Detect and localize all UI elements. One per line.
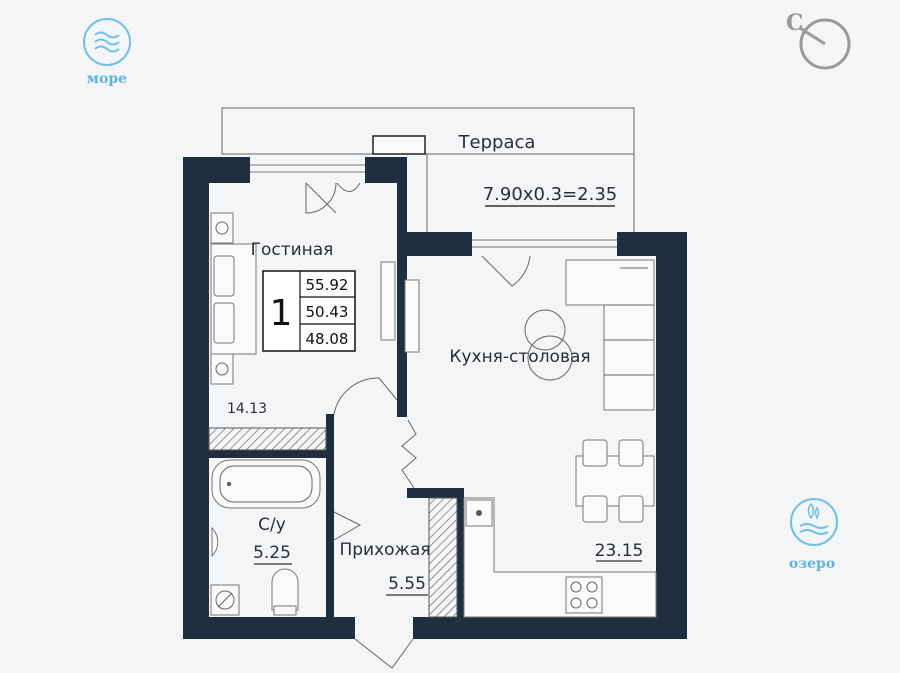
net-area: 48.08: [306, 330, 349, 348]
living-area-total: 50.43: [306, 303, 349, 321]
hall-area: 5.55: [388, 574, 426, 594]
bath-area: 5.25: [253, 543, 291, 563]
bath-name: С/у: [258, 515, 286, 535]
waves-icon: [83, 18, 131, 66]
living-furniture: [210, 212, 420, 385]
sofa: [565, 259, 655, 411]
terrace-formula: 7.90x0.3=2.35: [483, 184, 618, 205]
living-name: Гостиная: [251, 240, 334, 260]
kitchen-counter: [463, 497, 657, 618]
stove: [565, 576, 603, 614]
apartment-info: 1 55.92 50.43 48.08: [262, 270, 356, 352]
doors: [305, 182, 531, 669]
terrace: Терраса 7.90x0.3=2.35: [221, 107, 635, 232]
windows: [250, 164, 617, 248]
living-area: 14.13: [227, 401, 267, 417]
bath-furniture: [210, 459, 321, 616]
terrace-name: Терраса: [458, 132, 536, 153]
lake-label: озеро: [789, 556, 835, 572]
terrace-vent: [372, 135, 426, 155]
kitchen-area: 23.15: [595, 541, 644, 561]
north-letter: С: [786, 10, 804, 36]
kitchen-name: Кухня-столовая: [449, 347, 590, 367]
compass-icon: С: [786, 10, 851, 70]
rooms-count: 1: [270, 293, 293, 334]
sink: [211, 526, 219, 558]
sea-label: море: [87, 71, 127, 87]
lake-badge: озеро: [789, 498, 838, 572]
lake-icon: [790, 498, 838, 546]
total-area: 55.92: [306, 276, 349, 294]
living-bath-hatch: [208, 427, 327, 451]
toilet: [271, 568, 299, 611]
bathtub: [211, 459, 321, 509]
hall-hatch: [428, 497, 458, 618]
walls: [183, 157, 687, 639]
hall-name: Прихожая: [339, 540, 430, 560]
kitchen-furniture: [463, 259, 657, 618]
sea-badge: море: [83, 18, 131, 87]
